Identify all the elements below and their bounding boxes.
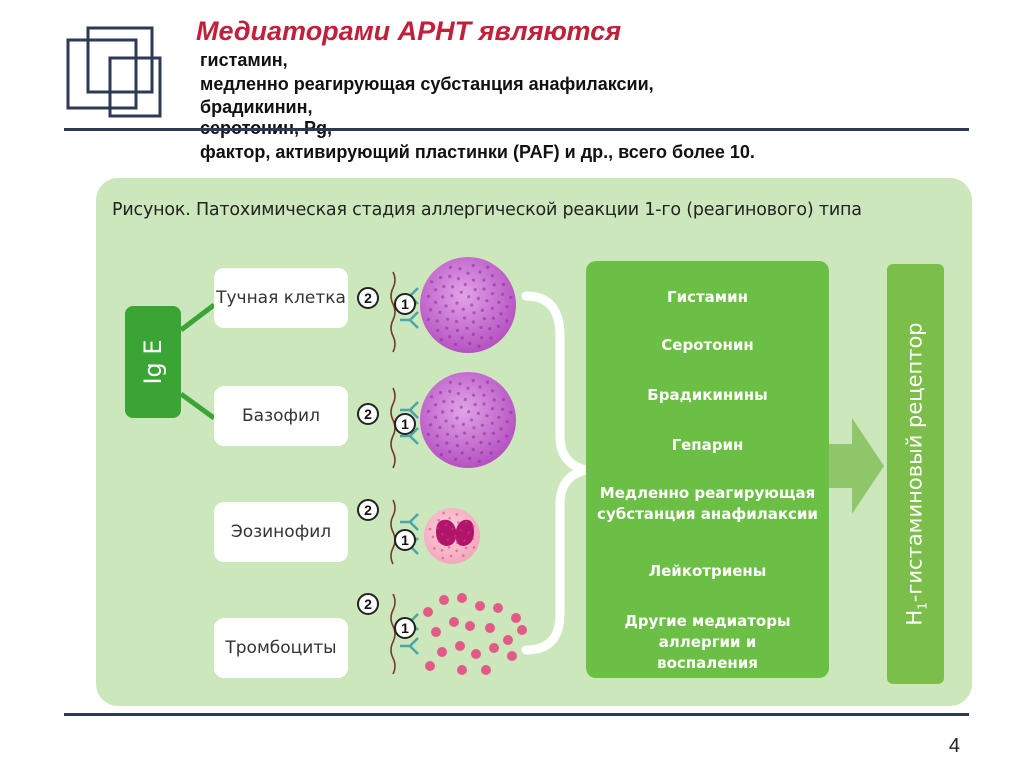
arrow-right-icon: [829, 418, 884, 514]
header-divider: [64, 128, 969, 131]
receptor-box: Н1-гистаминовый рецептор: [887, 264, 944, 684]
step-marker-label: 1: [401, 416, 409, 432]
mediator-item: Гистамин: [667, 288, 748, 306]
slide-number: 4: [948, 735, 960, 757]
granule-dots: [426, 263, 513, 560]
step-marker-label: 2: [364, 596, 372, 612]
antibody-icon: [400, 637, 419, 655]
antibody-icon: [400, 311, 419, 329]
subtitle-line: медленно реагирующая субстанция анафилак…: [200, 74, 654, 94]
platelets-icon: [423, 593, 527, 675]
antibody-icon: [400, 513, 419, 531]
step-marker-circle: [394, 413, 416, 435]
antibody-icon: [400, 401, 419, 419]
step-marker-circle: [357, 499, 379, 521]
cell-label-platelets: Тромбоциты: [214, 618, 348, 678]
mediator-item: Медленно реагирующая субстанция анафилак…: [597, 484, 818, 523]
ige-connector-bottom: [179, 391, 216, 421]
step-marker-circle: [394, 529, 416, 551]
ige-connector-top: [179, 303, 216, 332]
slide-title: Медиаторами АРНТ являются: [196, 16, 622, 46]
cell-label-eosinophil: Эозинофил: [214, 502, 348, 562]
figure-caption: Рисунок. Патохимическая стадия аллергиче…: [112, 200, 862, 220]
step-marker-circle: [357, 593, 379, 615]
mediator-item: Лейкотриены: [648, 562, 767, 580]
ige-label: Ig E: [139, 339, 167, 385]
step-marker-circle: [394, 617, 416, 639]
cell-label-basophil: Базофил: [214, 386, 348, 446]
basophil-icon: [420, 372, 516, 468]
step-marker-circle: [357, 287, 379, 309]
mediator-item: Серотонин: [661, 336, 754, 354]
membrane-line: [390, 593, 396, 675]
subtitle-line: брадикинин,: [200, 97, 313, 117]
mediator-item: Другие медиаторы аллергии и воспаления: [624, 612, 791, 672]
membrane-line: [390, 499, 396, 565]
step-marker-label: 1: [401, 296, 409, 312]
membrane-line: [390, 271, 396, 353]
step-marker-label: 2: [364, 502, 372, 518]
step-marker-label: 2: [364, 406, 372, 422]
mast-cell-icon: [420, 257, 516, 353]
ige-box: Ig E: [125, 306, 181, 418]
mediator-item: Гепарин: [671, 436, 744, 454]
subtitle-line: фактор, активирующий пластинки (PAF) и д…: [200, 142, 755, 162]
mediator-item: Брадикинины: [647, 386, 768, 404]
subtitle-line: гистамин,: [200, 50, 288, 70]
step-marker-label: 1: [401, 532, 409, 548]
antibody-icon: [400, 427, 419, 445]
cell-label-mast-cell: Тучная клетка: [214, 268, 348, 328]
mediators-box: Гистамин Серотонин Брадикинины Гепарин М…: [586, 261, 829, 678]
step-marker-label: 2: [364, 290, 372, 306]
step-marker-label: 1: [401, 620, 409, 636]
brace-bracket: [521, 291, 588, 655]
receptor-label: Н1-гистаминовый рецептор: [901, 322, 930, 626]
step-marker-circle: [394, 293, 416, 315]
step-marker-circle: [357, 403, 379, 425]
